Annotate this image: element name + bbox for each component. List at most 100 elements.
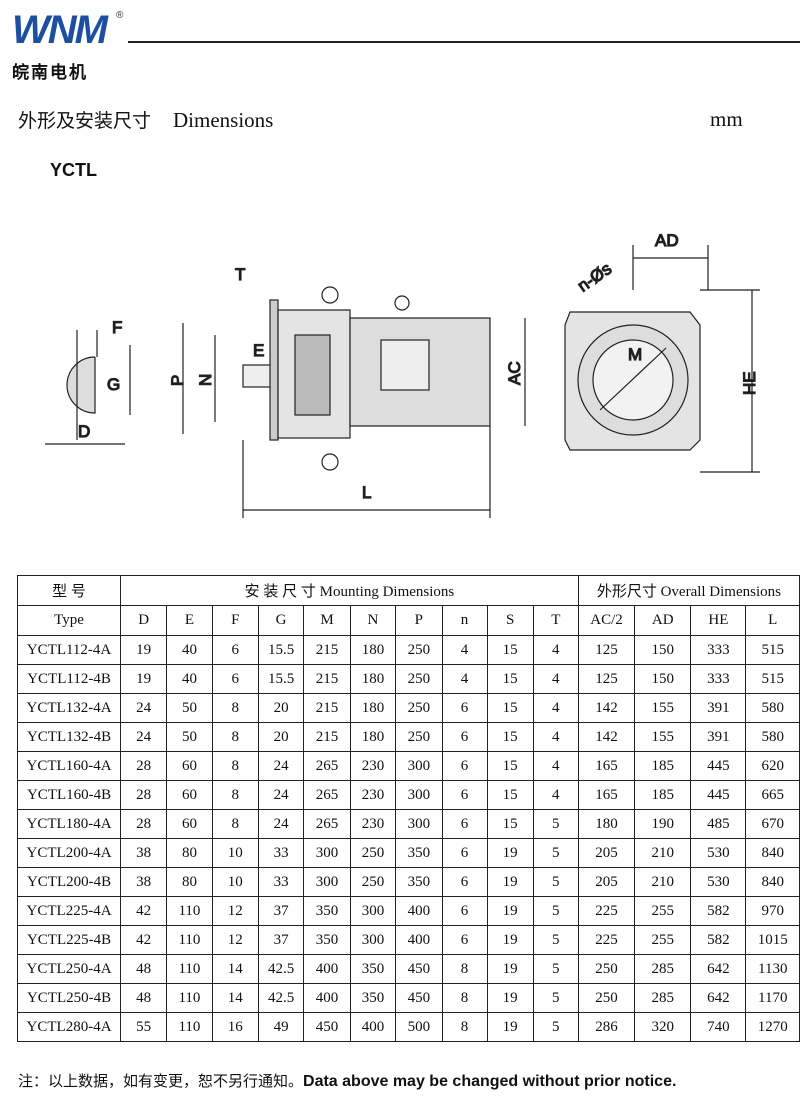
value-cell: 445 [690,751,747,781]
value-cell: 14 [211,983,259,1013]
value-cell: 15 [486,664,534,694]
type-cell: YCTL132-4B [16,722,122,752]
value-cell: 4 [532,722,579,752]
logo: WNM 皖南电机 [12,8,130,83]
column-header-ad: AD [634,605,692,636]
value-cell: 24 [120,722,168,752]
value-cell: 110 [166,1012,213,1042]
value-cell: 125 [577,635,636,665]
value-cell: 5 [532,983,579,1013]
value-cell: 400 [303,954,351,984]
value-cell: 40 [166,664,213,694]
label-D: D [78,422,90,441]
value-cell: 350 [395,867,443,897]
value-cell: 333 [690,664,747,694]
value-cell: 6 [441,925,488,955]
value-cell: 180 [349,693,397,723]
value-cell: 840 [745,838,800,868]
value-cell: 255 [634,925,692,955]
value-cell: 5 [532,925,579,955]
label-T: T [235,265,245,284]
value-cell: 20 [257,693,305,723]
value-cell: 210 [634,867,692,897]
value-cell: 255 [634,896,692,926]
value-cell: 400 [395,925,443,955]
value-cell: 5 [532,809,579,839]
footnote-en: Data above may be changed without prior … [303,1073,677,1090]
value-cell: 15 [486,809,534,839]
value-cell: 5 [532,896,579,926]
value-cell: 515 [745,635,800,665]
value-cell: 19 [486,954,534,984]
value-cell: 19 [120,635,168,665]
value-cell: 840 [745,867,800,897]
value-cell: 250 [577,954,636,984]
value-cell: 8 [211,751,259,781]
value-cell: 50 [166,693,213,723]
value-cell: 582 [690,896,747,926]
value-cell: 8 [211,693,259,723]
value-cell: 110 [166,983,213,1013]
label-HE: HE [740,371,759,395]
value-cell: 205 [577,838,636,868]
value-cell: 400 [303,983,351,1013]
value-cell: 80 [166,867,213,897]
value-cell: 350 [349,983,397,1013]
label-AC: AC [505,361,524,385]
value-cell: 286 [577,1012,636,1042]
motor-end-view: AD n-Øs M HE [564,230,760,473]
value-cell: 8 [441,1012,488,1042]
value-cell: 485 [690,809,747,839]
value-cell: 515 [745,664,800,694]
value-cell: 230 [349,780,397,810]
value-cell: 250 [349,838,397,868]
value-cell: 33 [257,867,305,897]
value-cell: 740 [690,1012,747,1042]
label-G: G [107,375,120,394]
value-cell: 5 [532,1012,579,1042]
value-cell: 530 [690,867,747,897]
value-cell: 4 [532,751,579,781]
label-AD: AD [655,231,679,250]
value-cell: 400 [395,896,443,926]
value-cell: 5 [532,954,579,984]
value-cell: 333 [690,635,747,665]
type-header-en: Type [16,605,122,636]
column-header-n: n [441,605,488,636]
logo-chinese-name: 皖南电机 [12,63,88,83]
value-cell: 24 [257,751,305,781]
value-cell: 19 [120,664,168,694]
value-cell: 350 [303,896,351,926]
value-cell: 19 [486,896,534,926]
value-cell: 225 [577,925,636,955]
column-header-t: T [532,605,579,636]
value-cell: 250 [349,867,397,897]
type-cell: YCTL160-4A [16,751,122,781]
dimensions-table: 型 号 安 装 尺 寸 Mounting Dimensions 外形尺寸 Ove… [16,575,800,1042]
value-cell: 24 [257,780,305,810]
value-cell: 15 [486,693,534,723]
value-cell: 125 [577,664,636,694]
column-header-f: F [211,605,259,636]
value-cell: 250 [395,635,443,665]
column-header-n: N [349,605,397,636]
value-cell: 215 [303,722,351,752]
value-cell: 19 [486,838,534,868]
value-cell: 8 [211,722,259,752]
value-cell: 15.5 [257,635,305,665]
column-header-s: S [486,605,534,636]
value-cell: 250 [577,983,636,1013]
logo-mark: WNM [12,8,108,52]
type-cell: YCTL200-4A [16,838,122,868]
value-cell: 6 [441,751,488,781]
value-cell: 391 [690,722,747,752]
value-cell: 300 [395,780,443,810]
value-cell: 250 [395,722,443,752]
value-cell: 285 [634,983,692,1013]
header-rule [128,41,800,43]
label-n-os: n-Øs [574,259,615,296]
